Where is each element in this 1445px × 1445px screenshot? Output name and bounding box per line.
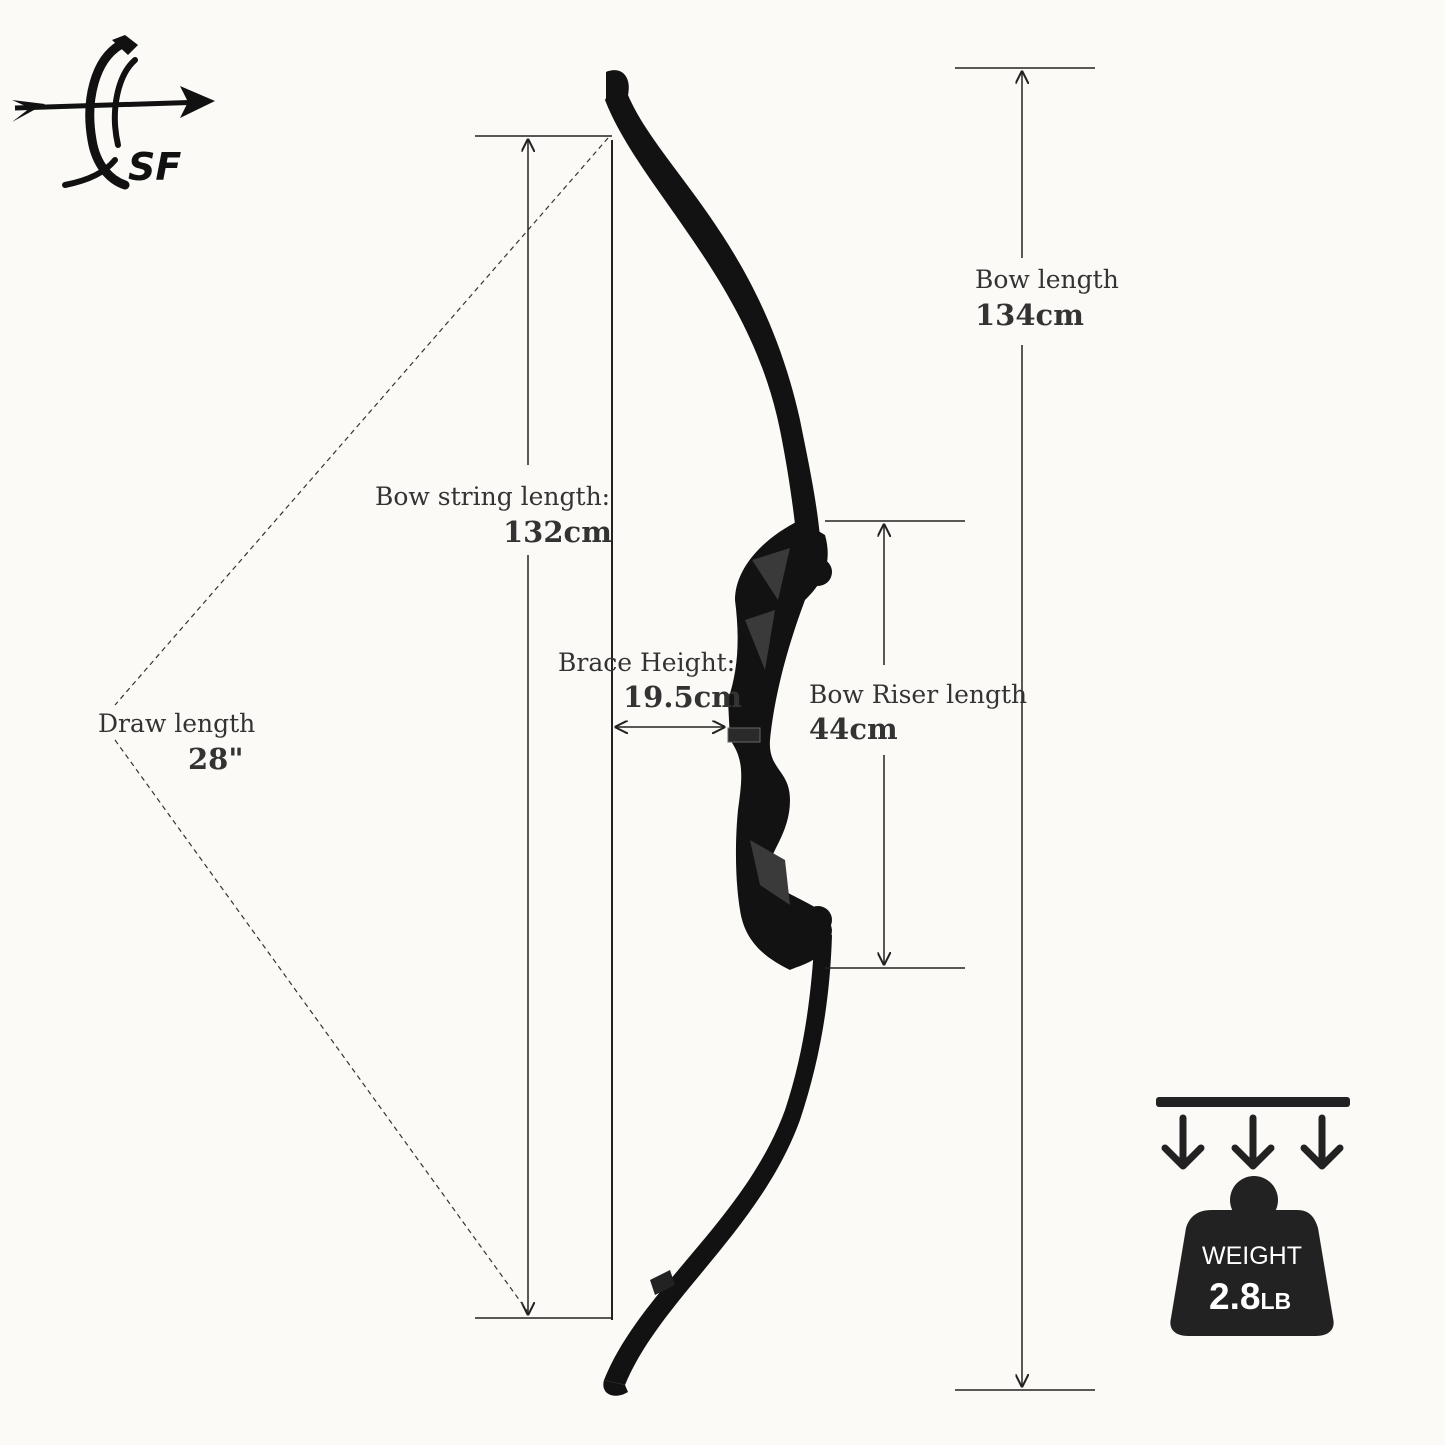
- weight-icon: [1156, 1097, 1350, 1336]
- weight-value: 2.8LB: [1209, 1276, 1291, 1318]
- brace-height-label: Brace Height:: [558, 648, 736, 677]
- draw-length-dashed-lines: [114, 137, 609, 1313]
- draw-length-value: 28": [188, 742, 244, 776]
- riser-length-label: Bow Riser length: [809, 680, 1028, 709]
- weight-number: 2.8: [1209, 1276, 1261, 1317]
- bow-length-value: 134cm: [975, 298, 1084, 332]
- bow-lower-limb: [603, 930, 832, 1396]
- string-length-value: 132cm: [503, 515, 612, 549]
- draw-length-label: Draw length: [98, 709, 256, 738]
- bow-upper-limb: [605, 70, 822, 571]
- string-length-label: Bow string length:: [375, 482, 611, 511]
- bow-riser: [727, 520, 832, 970]
- string-length-dimension: [475, 135, 612, 1319]
- weight-label: WEIGHT: [1202, 1242, 1302, 1270]
- riser-length-dimension: [825, 520, 965, 969]
- riser-length-value: 44cm: [809, 712, 898, 746]
- bow-length-label: Bow length: [975, 265, 1119, 294]
- bow-length-dimension: [955, 67, 1095, 1391]
- brace-height-value: 19.5cm: [623, 680, 742, 714]
- logo-text: SF: [128, 145, 182, 189]
- brand-logo-icon: [12, 35, 215, 190]
- weight-unit: LB: [1260, 1288, 1292, 1314]
